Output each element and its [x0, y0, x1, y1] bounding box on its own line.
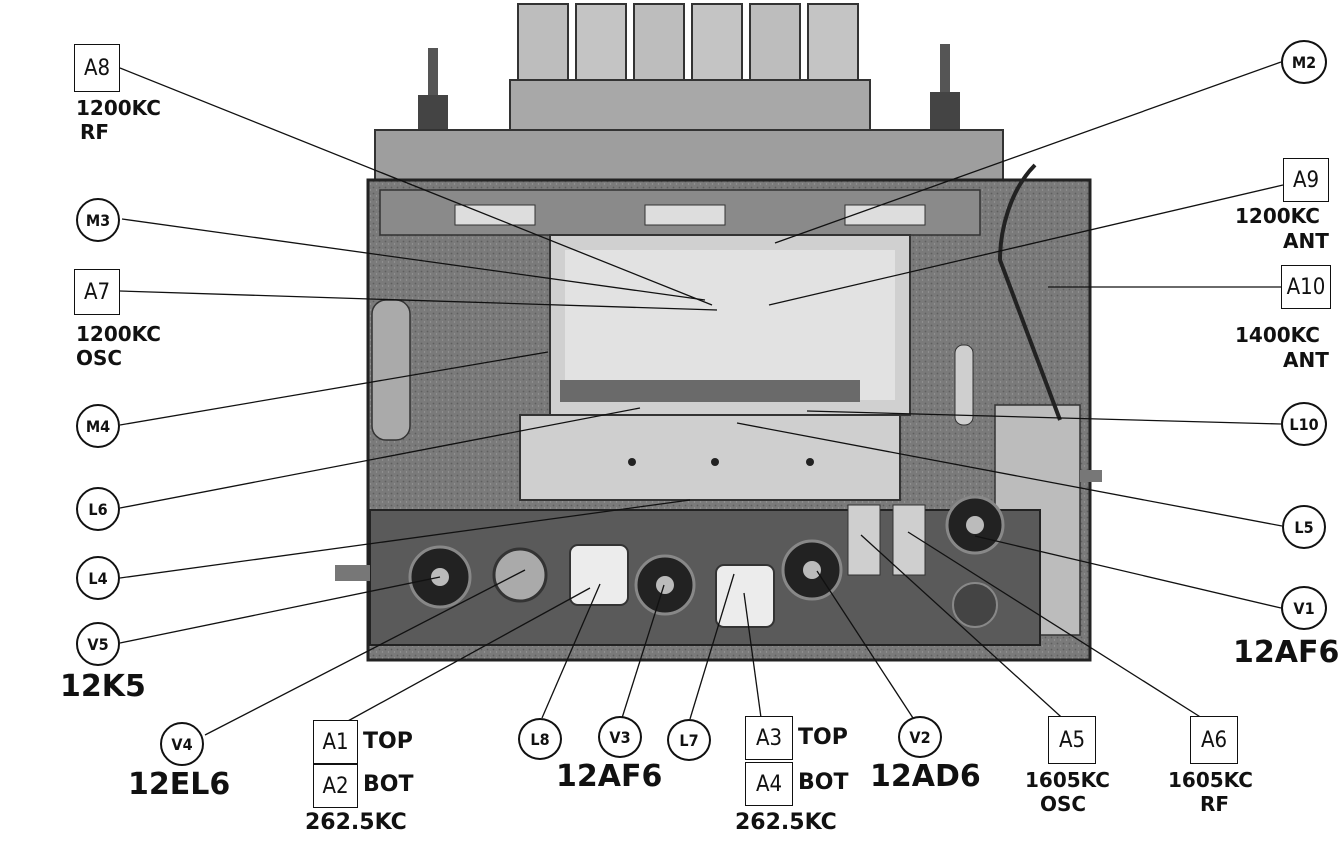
callout-m4: M4	[76, 404, 120, 448]
v2-tube: 12AD6	[870, 759, 981, 794]
a9-type: ANT	[1283, 229, 1329, 253]
a2-side: BOT	[363, 772, 414, 797]
v3-tube: 12AF6	[556, 759, 663, 794]
a5-freq: 1605KC	[1025, 768, 1110, 792]
callout-v3: V3	[598, 716, 642, 758]
callout-a10: A10	[1281, 265, 1331, 309]
a8-type: RF	[80, 120, 110, 144]
v4-tube: 12EL6	[128, 767, 231, 802]
callout-m3: M3	[76, 198, 120, 242]
callout-l5: L5	[1282, 505, 1326, 549]
a5-type: OSC	[1040, 792, 1087, 816]
callout-v1: V1	[1281, 586, 1327, 630]
callout-a1: A1	[313, 720, 358, 764]
callout-l8: L8	[518, 718, 562, 760]
a4-side: BOT	[798, 770, 849, 795]
a7-freq: 1200KC	[76, 322, 161, 346]
antenna-lead	[997, 163, 1062, 421]
callout-a5: A5	[1048, 716, 1096, 764]
a3-side: TOP	[798, 725, 848, 750]
leader-lines	[119, 61, 1284, 736]
a1-side: TOP	[363, 729, 413, 754]
a10-freq: 1400KC	[1235, 323, 1320, 347]
a8-freq: 1200KC	[76, 96, 161, 120]
callout-a4: A4	[745, 762, 793, 806]
callout-v5: V5	[76, 622, 120, 666]
v5-tube: 12K5	[60, 669, 146, 704]
v1-tube: 12AF6	[1233, 635, 1339, 670]
callout-a7: A7	[74, 269, 120, 315]
callout-l10: L10	[1281, 402, 1327, 446]
callout-l6: L6	[76, 487, 120, 531]
callout-a6: A6	[1190, 716, 1238, 764]
callout-a9: A9	[1283, 158, 1329, 202]
tuning-shafts	[418, 44, 960, 135]
callout-v4: V4	[160, 722, 204, 766]
callout-a3: A3	[745, 716, 793, 760]
a6-type: RF	[1200, 792, 1230, 816]
callout-v2: V2	[898, 716, 942, 758]
callout-a8: A8	[74, 44, 120, 92]
a4-freq: 262.5KC	[735, 810, 837, 835]
a10-type: ANT	[1283, 348, 1329, 372]
a7-type: OSC	[76, 346, 123, 370]
a6-freq: 1605KC	[1168, 768, 1253, 792]
callout-l4: L4	[76, 556, 120, 600]
a2-freq: 262.5KC	[305, 810, 407, 835]
callout-m2: M2	[1281, 40, 1327, 84]
a9-freq: 1200KC	[1235, 204, 1320, 228]
callout-l7: L7	[667, 719, 711, 761]
tube-sockets	[335, 470, 1102, 646]
callout-a2: A2	[313, 764, 358, 808]
